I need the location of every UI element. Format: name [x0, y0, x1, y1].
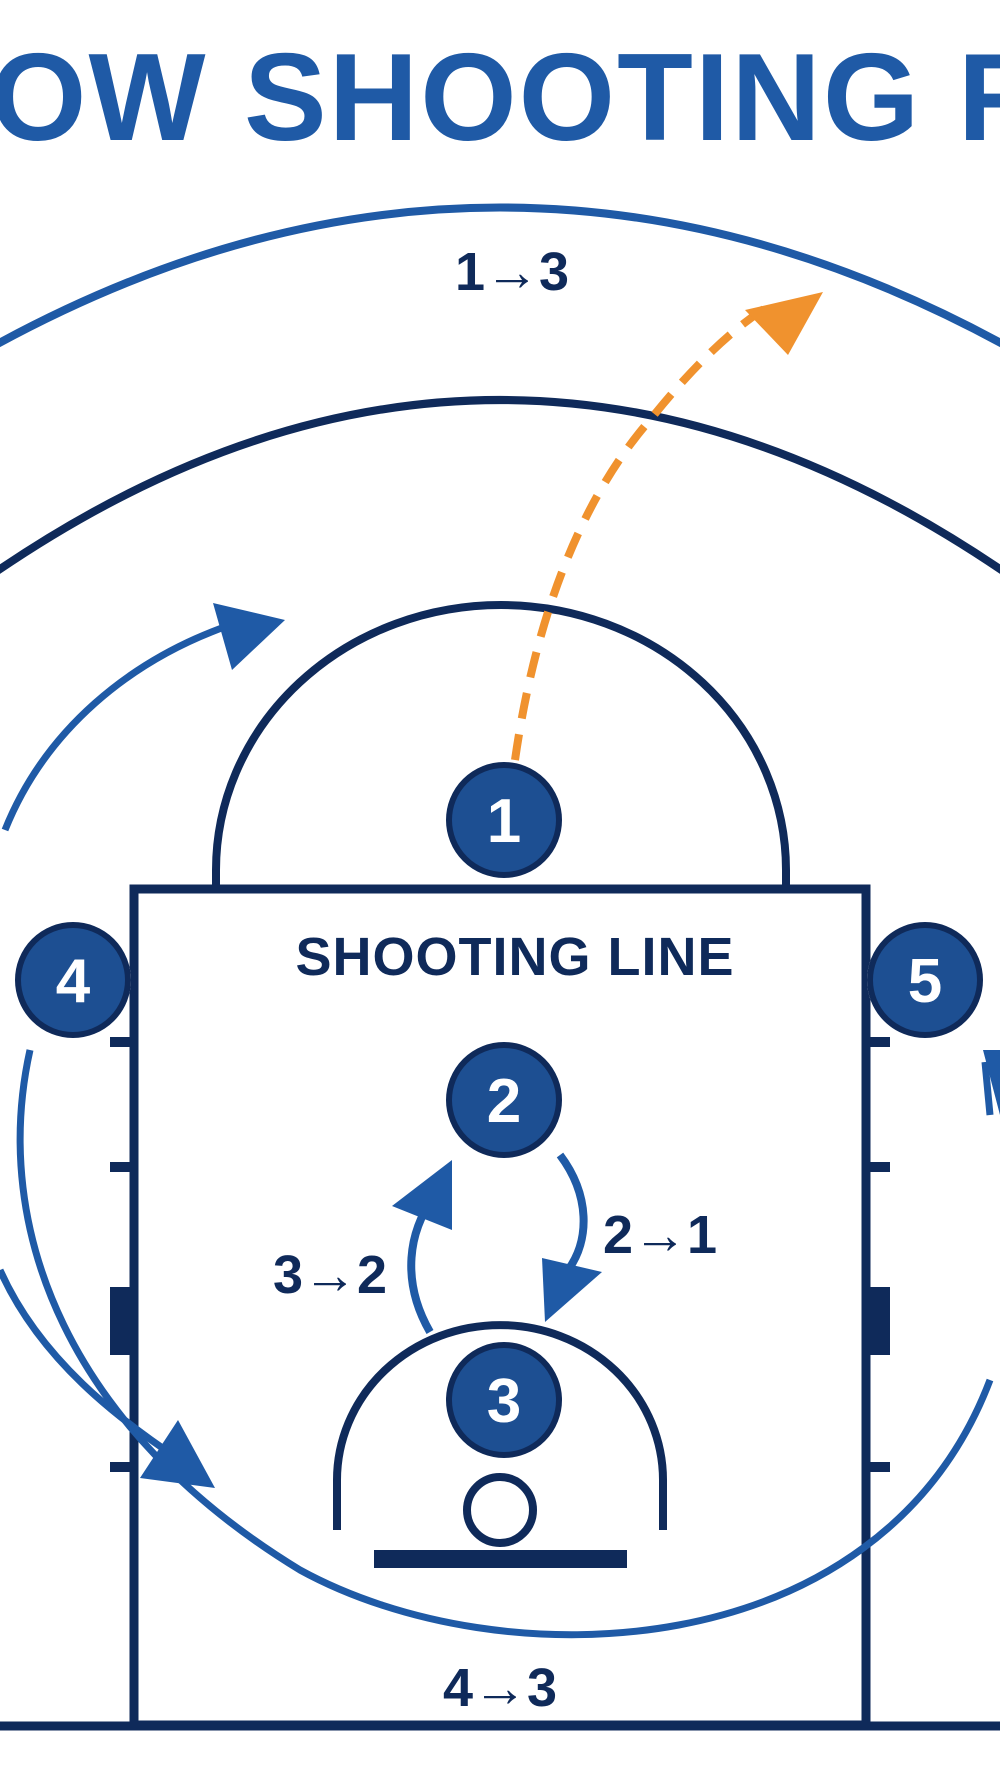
lane-hash-right-1: [866, 1037, 890, 1047]
left-lower-rotation-path: [0, 1268, 182, 1463]
rotation-label-1-to-3: 1→3: [455, 242, 569, 302]
player-2-number: 2: [487, 1067, 521, 1136]
right-rotation-path: [981, 1061, 994, 1116]
player-5-marker: 5: [867, 922, 983, 1038]
shot-path-arrow: [511, 301, 773, 761]
restricted-area-arc: [333, 1321, 667, 1530]
lane-hash-left-1: [110, 1037, 134, 1047]
rotation-arrow-2-to-1: [556, 1152, 588, 1273]
three-point-arc: [0, 396, 1000, 574]
lane-hash-left-3: [110, 1462, 134, 1472]
right-arrowhead: [983, 1050, 1000, 1115]
left-upper-rotation-path: [1, 621, 232, 832]
player-3-number: 3: [487, 1367, 521, 1436]
shooting-line-label: SHOOTING LINE: [295, 927, 734, 987]
player-4-number: 4: [56, 947, 91, 1016]
shot-arrowhead: [745, 292, 823, 355]
lane-hash-right-3: [866, 1462, 890, 1472]
rotation-arrowhead-2-to-1: [542, 1258, 602, 1322]
player-1-number: 1: [487, 787, 521, 856]
rotation-label-2-to-1: 2→1: [603, 1205, 717, 1265]
player-5-circle: [867, 922, 983, 1038]
bottom-rotation-ellipse: [16, 1049, 994, 1639]
player-3-marker: 3: [446, 1342, 562, 1458]
rotation-label-4-to-3: 4→3: [443, 1658, 557, 1718]
shooting-lane-box: [129, 884, 871, 1730]
player-1-circle: [446, 762, 562, 878]
diagram-title: OW SHOOTING ROTAT: [0, 29, 1000, 167]
lane-block-left: [110, 1287, 134, 1355]
backboard: [374, 1550, 627, 1568]
player-1-marker: 1: [446, 762, 562, 878]
player-2-marker: 2: [446, 1042, 562, 1158]
outer-rotation-arc: [0, 203, 1000, 348]
player-4-circle: [15, 922, 131, 1038]
free-throw-circle-top: [212, 601, 790, 885]
player-5-number: 5: [908, 947, 942, 1016]
left-lower-arrowhead: [140, 1420, 215, 1488]
basket-rim: [463, 1473, 537, 1547]
lane-hash-left-2: [110, 1162, 134, 1172]
left-upper-arrowhead: [213, 603, 285, 670]
player-2-circle: [446, 1042, 562, 1158]
player-4-marker: 4: [15, 922, 131, 1038]
lane-hash-right-2: [866, 1162, 890, 1172]
rotation-arrowhead-3-to-2: [392, 1160, 452, 1230]
player-3-circle: [446, 1342, 562, 1458]
lane-block-right: [866, 1287, 890, 1355]
rotation-label-3-to-2: 3→2: [273, 1245, 387, 1305]
